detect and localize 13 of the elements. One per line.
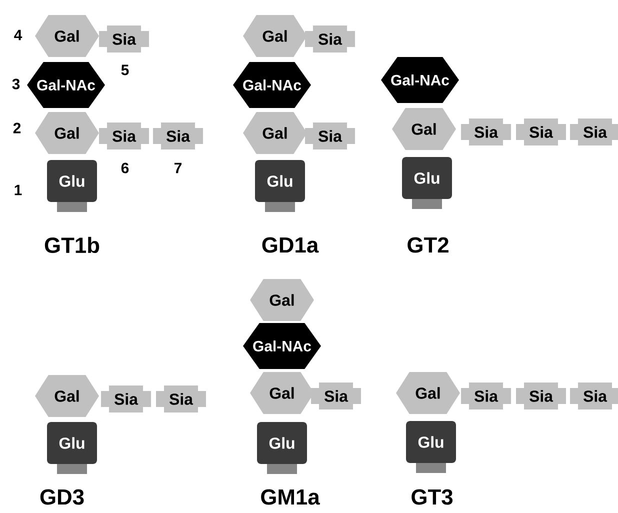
number-label: 5 — [121, 64, 129, 76]
structure-name: GD1a — [262, 237, 319, 253]
number-label: 2 — [13, 122, 21, 134]
number-label: 6 — [121, 162, 129, 174]
structure-name: GD3 — [40, 489, 84, 505]
structure-name: GM1a — [261, 489, 320, 505]
number-label: 7 — [174, 162, 182, 174]
structure-name: GT2 — [408, 237, 448, 253]
number-label: 4 — [14, 30, 22, 40]
number-label: 3 — [12, 78, 20, 90]
structure-name: GT1b — [44, 236, 100, 254]
structure-name: GT3 — [412, 489, 453, 505]
number-label: 1 — [14, 184, 22, 196]
